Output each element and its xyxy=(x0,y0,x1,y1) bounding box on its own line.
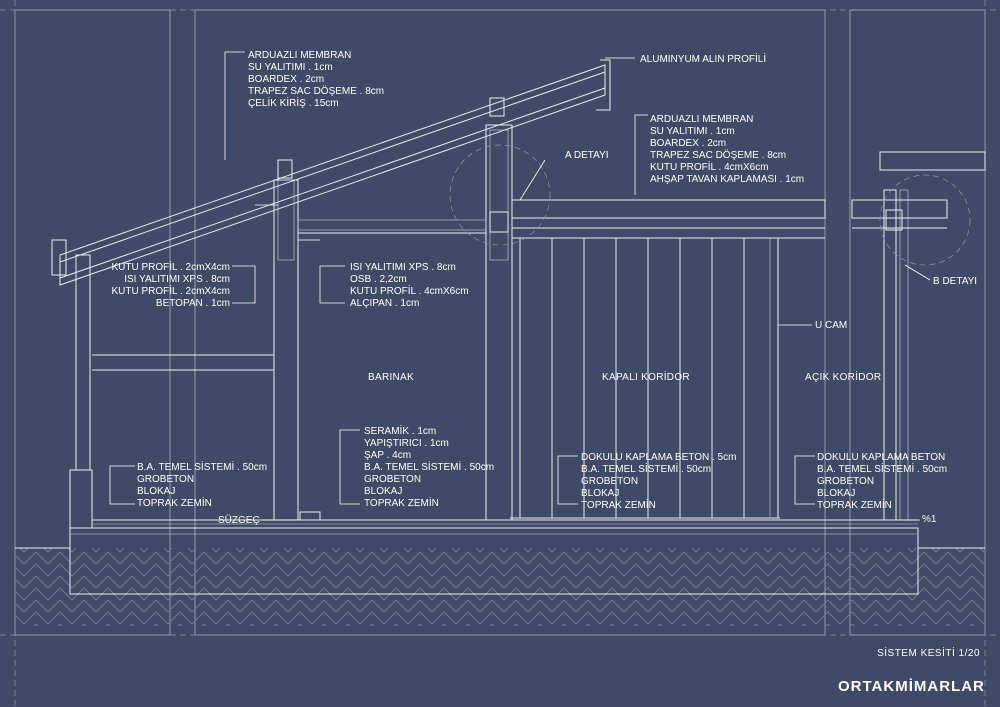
label-left-wall-1: KUTU PROFİL . 2cmX4cm xyxy=(111,260,230,273)
label-roof-2: SU YALITIMI . 1cm xyxy=(248,62,333,73)
room-barinak: BARINAK xyxy=(368,372,414,383)
label-floor-corridor-3: GROBETON xyxy=(581,476,638,487)
leader-lines xyxy=(109,51,931,521)
label-left-wall-2: ISI YALITIMI XPS . 8cm xyxy=(124,274,230,285)
label-fascia: ALUMINYUM ALIN PROFİLİ xyxy=(640,52,766,65)
sloped-roof xyxy=(51,59,611,286)
label-floor-left-2: GROBETON xyxy=(137,474,194,485)
label-roof-4: TRAPEZ SAC DÖŞEME . 8cm xyxy=(248,85,384,97)
label-floor-open-1: DOKULU KAPLAMA BETON xyxy=(817,452,945,463)
label-flat-roof-1: ARDUAZLI MEMBRAN xyxy=(650,114,753,125)
label-flat-roof-2: SU YALITIMI . 1cm xyxy=(650,126,735,137)
label-floor-corridor-5: TOPRAK ZEMİN xyxy=(581,498,656,511)
label-floor-left-3: BLOKAJ xyxy=(137,486,175,497)
detail-circles xyxy=(449,144,971,266)
label-flat-roof-4: TRAPEZ SAC DÖŞEME . 8cm xyxy=(650,149,786,161)
label-drain: SÜZGEÇ xyxy=(218,514,260,526)
room-acik-koridor: AÇIK KORİDOR xyxy=(805,370,881,383)
label-flat-roof-3: BOARDEX . 2cm xyxy=(650,138,726,149)
label-slope: %1 xyxy=(922,514,937,525)
label-floor-open-4: BLOKAJ xyxy=(817,488,855,499)
label-mid-wall-1: ISI YALITIMI XPS . 8cm xyxy=(350,262,456,273)
structure xyxy=(75,124,909,521)
label-flat-roof-5: KUTU PROFİL . 4cmX6cm xyxy=(650,160,769,173)
label-floor-open-3: GROBETON xyxy=(817,476,874,487)
label-floor-corridor-2: B.A. TEMEL SİSTEMİ . 50cm xyxy=(581,462,711,475)
label-floor-open-2: B.A. TEMEL SİSTEMİ . 50cm xyxy=(817,462,947,475)
label-floor-mid-6: BLOKAJ xyxy=(364,486,402,497)
label-a-detail: A DETAYI xyxy=(565,150,609,161)
label-floor-mid-2: YAPIŞTIRICI . 1cm xyxy=(364,438,449,449)
label-roof-5: ÇELİK KİRİŞ . 15cm xyxy=(248,96,339,109)
label-floor-left-4: TOPRAK ZEMİN xyxy=(137,496,212,509)
label-u-glass: U CAM xyxy=(815,320,847,331)
label-flat-roof-6: AHŞAP TAVAN KAPLAMASI . 1cm xyxy=(650,174,804,185)
label-mid-wall-4: ALÇIPAN . 1cm xyxy=(350,298,419,309)
label-floor-corridor-4: BLOKAJ xyxy=(581,488,619,499)
u-glass-wall xyxy=(519,237,779,519)
label-floor-mid-7: TOPRAK ZEMİN xyxy=(364,496,439,509)
label-floor-mid-5: GROBETON xyxy=(364,474,421,485)
room-kapali-koridor: KAPALI KORİDOR xyxy=(602,370,690,383)
label-mid-wall-3: KUTU PROFİL . 4cmX6cm xyxy=(350,284,469,297)
label-floor-mid-1: SERAMİK . 1cm xyxy=(364,424,436,437)
label-left-wall-3: KUTU PROFİL . 2cmX4cm xyxy=(111,284,230,297)
label-floor-mid-3: ŞAP . 4cm xyxy=(364,450,411,461)
label-b-detail: B DETAYI xyxy=(933,276,977,287)
label-roof-1: ARDUAZLI MEMBRAN xyxy=(248,50,351,61)
flat-roof xyxy=(297,151,986,239)
label-roof-3: BOARDEX . 2cm xyxy=(248,74,324,85)
label-left-wall-4: BETOPAN . 1cm xyxy=(156,298,230,309)
label-floor-left-1: B.A. TEMEL SİSTEMİ . 50cm xyxy=(137,460,267,473)
label-floor-corridor-1: DOKULU KAPLAMA BETON . 5cm xyxy=(581,452,736,463)
label-floor-mid-4: B.A. TEMEL SİSTEMİ . 50cm xyxy=(364,460,494,473)
label-floor-open-5: TOPRAK ZEMİN xyxy=(817,498,892,511)
label-mid-wall-2: OSB . 2,2cm xyxy=(350,274,407,285)
foundation xyxy=(15,469,985,626)
drawing-title: SİSTEM KESİTİ 1/20 xyxy=(877,648,980,659)
logo: ORTAKMİMARLAR xyxy=(838,678,985,695)
